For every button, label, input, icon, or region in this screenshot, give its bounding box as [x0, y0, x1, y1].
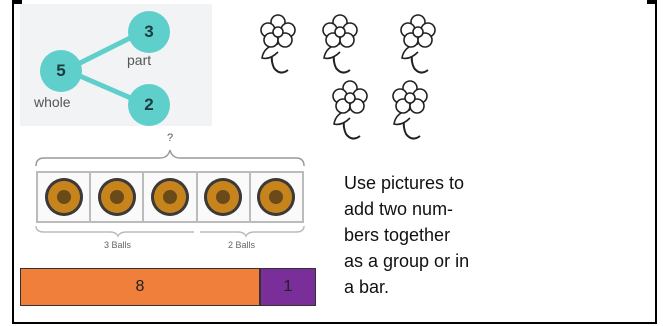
whole-value: 5 [56, 61, 66, 80]
part-top-value: 3 [144, 22, 154, 41]
bar-small-segment: 1 [260, 268, 316, 306]
bar-small-value: 1 [283, 278, 293, 295]
ball-icon [97, 178, 136, 216]
frame-top-left-tick [14, 0, 22, 4]
ball-icon [44, 178, 83, 216]
ball-cell [38, 173, 92, 221]
balls-row [36, 171, 304, 223]
ball-cell [144, 173, 198, 221]
instruction-line: Use pictures to [344, 173, 465, 193]
instruction-line: as a group or in [344, 251, 470, 271]
left-balls-label: 3 Balls [104, 240, 132, 250]
part-top-circle: 3 [128, 11, 170, 53]
ball-icon [204, 178, 243, 216]
instruction-line: add two num- [344, 199, 454, 219]
page-frame [12, 0, 657, 324]
instruction-text: Use pictures to add two num- bers togeth… [344, 170, 524, 300]
frame-top-right-tick [647, 0, 655, 4]
ball-cell [198, 173, 251, 221]
part-label: part [127, 52, 152, 68]
ball-icon [257, 178, 296, 216]
bar-large-segment: 8 [20, 268, 260, 306]
ball-cell [91, 173, 145, 221]
part-bottom-circle: 2 [128, 84, 170, 126]
right-balls-label: 2 Balls [228, 240, 256, 250]
ball-icon [151, 178, 189, 216]
whole-label: whole [34, 94, 71, 110]
instruction-line: a bar. [344, 277, 390, 297]
ball-cell [251, 173, 302, 221]
question-mark: ? [167, 132, 174, 144]
bar-large-value: 8 [135, 278, 145, 295]
whole-circle: 5 [40, 50, 82, 92]
part-bottom-value: 2 [144, 95, 154, 114]
instruction-line: bers together [344, 225, 451, 245]
